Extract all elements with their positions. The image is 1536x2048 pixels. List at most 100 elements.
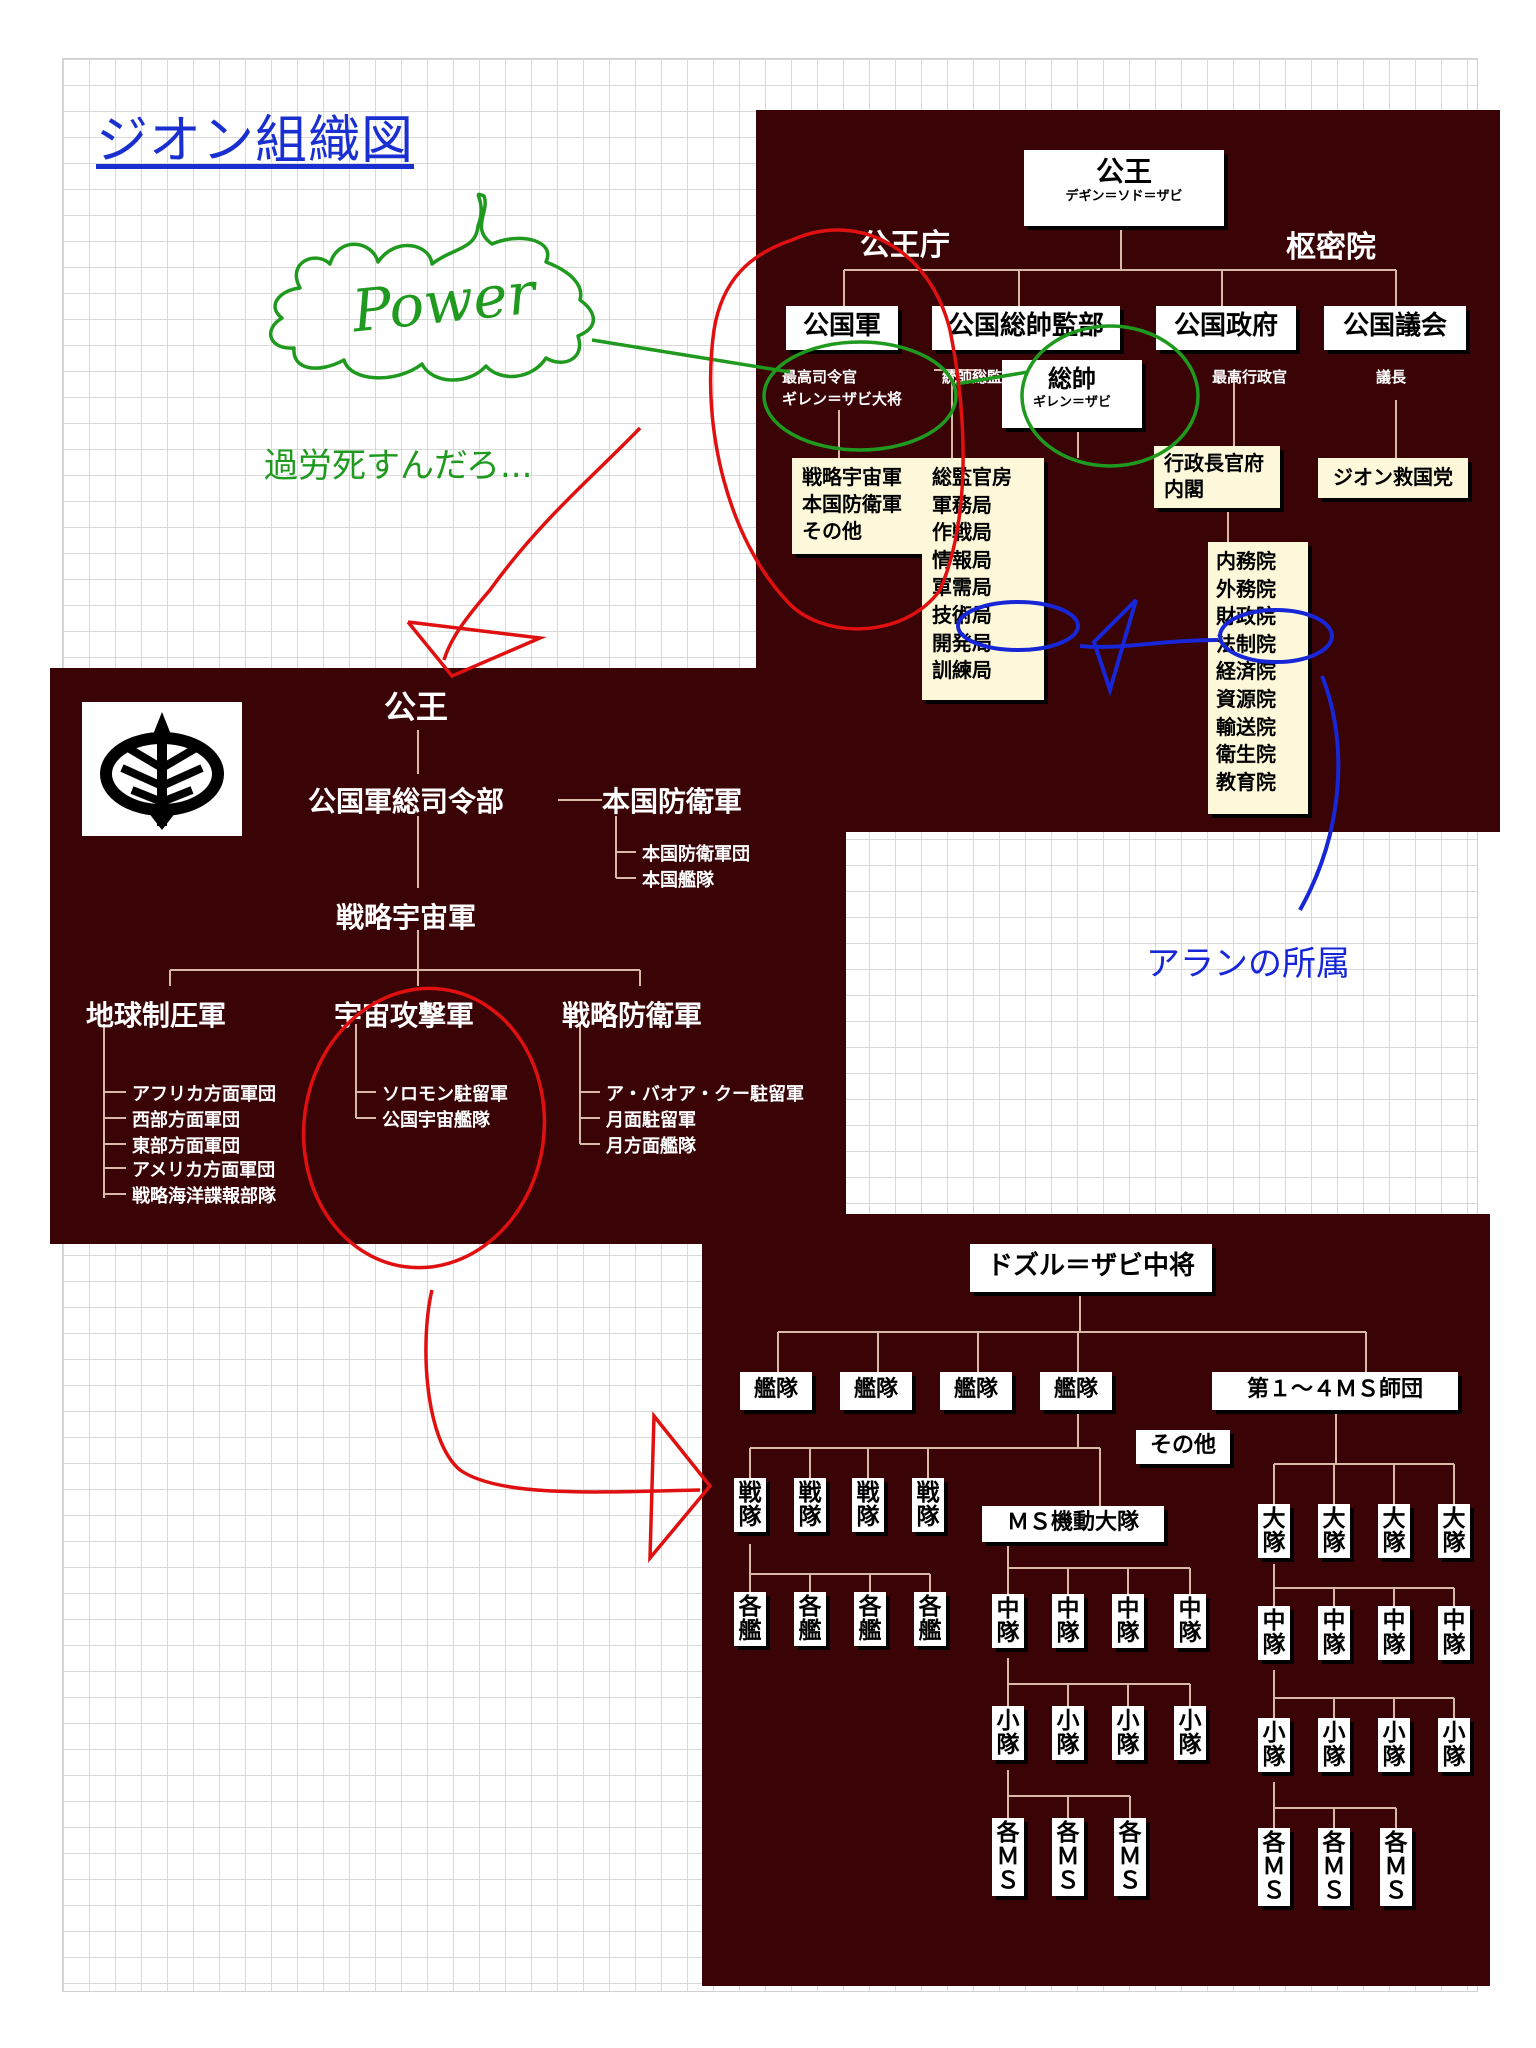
mid-unit: 中隊 — [1378, 1606, 1410, 1661]
ministries: 内務院 外務院 財政院 法制院 経済院 資源院 輸送院 衛生院 教育院 — [1208, 542, 1308, 814]
defense-unit: 月方面艦隊 — [606, 1136, 696, 1157]
mil-home-unit-1: 本国防衛軍団 — [642, 844, 750, 865]
mil-space-army: 戦略宇宙軍 — [336, 901, 477, 934]
chart-government: 公王 デギン＝ソド＝ザビ 公王庁 枢密院 公国軍 公国総帥監部 公国政府 公国議… — [756, 110, 1500, 832]
sub-gihren-taisho: ギレン＝ザビ大将 — [782, 390, 903, 408]
page-title: ジオン組織図 — [96, 111, 415, 171]
arm-space-attack: 宇宙攻撃軍 — [334, 999, 475, 1032]
ministry: 外務院 — [1216, 576, 1276, 601]
mil-home-defense: 本国防衛軍 — [602, 785, 743, 818]
small-unit: 小隊 — [1438, 1718, 1470, 1773]
small-unit: 小隊 — [1112, 1706, 1144, 1761]
ministry-housei: 法制院 — [1216, 631, 1276, 656]
branch-kanbu: 公国総帥監部 — [932, 306, 1120, 350]
kanbu-unit: 軍需局 — [932, 575, 992, 600]
ministry: 内務院 — [1216, 549, 1276, 573]
mid-unit: 中隊 — [1174, 1594, 1206, 1649]
zeon-emblem-icon — [100, 712, 224, 830]
branch-seifu: 公国政府 — [1156, 306, 1296, 350]
big-unit: 大隊 — [1258, 1504, 1290, 1559]
sosui-box: 総帥 ギレン＝ザビ — [1002, 360, 1142, 428]
king-name: デギン＝ソド＝ザビ — [1065, 189, 1183, 205]
each-ship: 各艦 — [914, 1592, 946, 1647]
each-ship: 各艦 — [734, 1592, 766, 1647]
king-box: 公王 デギン＝ソド＝ザビ — [1024, 150, 1224, 226]
battle-unit: 戦隊 — [852, 1478, 884, 1533]
kanbu-unit: 総監官房 — [932, 465, 1012, 489]
fleet-box: 艦隊 — [840, 1372, 912, 1410]
space-unit: 公国宇宙艦隊 — [382, 1110, 490, 1131]
small-unit: 小隊 — [992, 1706, 1024, 1761]
branch-gikai: 公国議会 — [1324, 306, 1466, 350]
gov-office: 行政長官府 内閣 — [1154, 446, 1280, 508]
mil-hq: 公国軍総司令部 — [308, 785, 505, 818]
earth-unit: 東部方面軍団 — [132, 1136, 240, 1157]
unit-other: その他 — [802, 519, 862, 543]
sub-tousui: 統帥総監 — [942, 368, 1003, 386]
kanbu-unit-gijutsu: 技術局 — [932, 602, 992, 627]
battle-unit: 戦隊 — [794, 1478, 826, 1533]
ministry: 衛生院 — [1216, 742, 1276, 767]
mid-unit: 中隊 — [1318, 1606, 1350, 1661]
kanbu-unit: 訓練局 — [932, 658, 992, 683]
king-label: 公王 — [1095, 155, 1152, 188]
kanbu-unit: 情報局 — [932, 547, 992, 572]
ms-division-box: 第１～４ＭＳ師団 — [1212, 1372, 1458, 1410]
earth-unit: 西部方面軍団 — [132, 1110, 240, 1131]
earth-unit: 戦略海洋諜報部隊 — [132, 1186, 276, 1207]
mil-home-unit-2: 本国艦隊 — [642, 870, 714, 891]
dozle-box: ドズル＝ザビ中将 — [970, 1244, 1212, 1292]
unit-home-defense: 本国防衛軍 — [802, 492, 902, 516]
chart-dozle: ドズル＝ザビ中将 艦隊 艦隊 艦隊 艦隊 第１～４ＭＳ師団 その他 戦隊 戦隊 … — [702, 1214, 1490, 1986]
kanbu-unit: 開発局 — [932, 630, 992, 655]
overwork-note: 過労死すんだろ... — [264, 446, 533, 486]
battle-unit: 戦隊 — [734, 1478, 766, 1533]
earth-unit: アフリカ方面軍団 — [132, 1084, 276, 1105]
ministry: 経済院 — [1216, 659, 1276, 684]
zeon-emblem — [82, 702, 242, 836]
branch-kokugun: 公国軍 — [786, 306, 898, 350]
battle-unit: 戦隊 — [912, 1478, 944, 1533]
ministry: 輸送院 — [1216, 714, 1276, 739]
label-suumitsu: 枢密院 — [1286, 230, 1376, 265]
big-unit: 大隊 — [1438, 1504, 1470, 1559]
kanbu-unit: 作戦局 — [932, 520, 992, 545]
space-unit: ソロモン駐留軍 — [382, 1084, 508, 1105]
defense-unit: 月面駐留軍 — [606, 1110, 696, 1131]
arm-earth: 地球制圧軍 — [86, 999, 227, 1032]
small-unit: 小隊 — [1258, 1718, 1290, 1773]
fleet-box: 艦隊 — [740, 1372, 812, 1410]
ministry: 財政院 — [1216, 604, 1276, 629]
ms-battalion-box: ＭＳ機動大隊 — [982, 1506, 1164, 1542]
small-unit: 小隊 — [1174, 1706, 1206, 1761]
mid-unit: 中隊 — [1112, 1594, 1144, 1649]
label-kouou-chou: 公王庁 — [860, 228, 950, 263]
small-unit: 小隊 — [1378, 1718, 1410, 1773]
mil-king: 公王 — [384, 688, 449, 726]
mid-unit: 中隊 — [1438, 1606, 1470, 1661]
alan-note: アランの所属 — [1146, 944, 1350, 984]
kanbu-unit: 軍務局 — [932, 492, 992, 517]
fleet-box: 艦隊 — [1040, 1372, 1112, 1410]
big-unit: 大隊 — [1318, 1504, 1350, 1559]
party-box: ジオン救国党 — [1318, 458, 1468, 498]
unit-space-army: 戦略宇宙軍 — [802, 465, 902, 489]
mid-unit: 中隊 — [992, 1594, 1024, 1649]
other-box: その他 — [1136, 1430, 1230, 1464]
each-ship: 各艦 — [854, 1592, 886, 1647]
ministry: 資源院 — [1216, 686, 1276, 711]
mid-unit: 中隊 — [1258, 1606, 1290, 1661]
ministry: 教育院 — [1216, 769, 1276, 794]
mid-unit: 中隊 — [1052, 1594, 1084, 1649]
sosui-label: 総帥 — [1048, 365, 1096, 393]
army-units: 戦略宇宙軍 本国防衛軍 その他 — [792, 458, 932, 554]
gov-office-chief: 行政長官府 — [1164, 451, 1264, 475]
defense-unit: ア・バオア・クー駐留軍 — [606, 1084, 804, 1105]
each-ship: 各艦 — [794, 1592, 826, 1647]
sub-gichou: 議長 — [1376, 368, 1407, 386]
